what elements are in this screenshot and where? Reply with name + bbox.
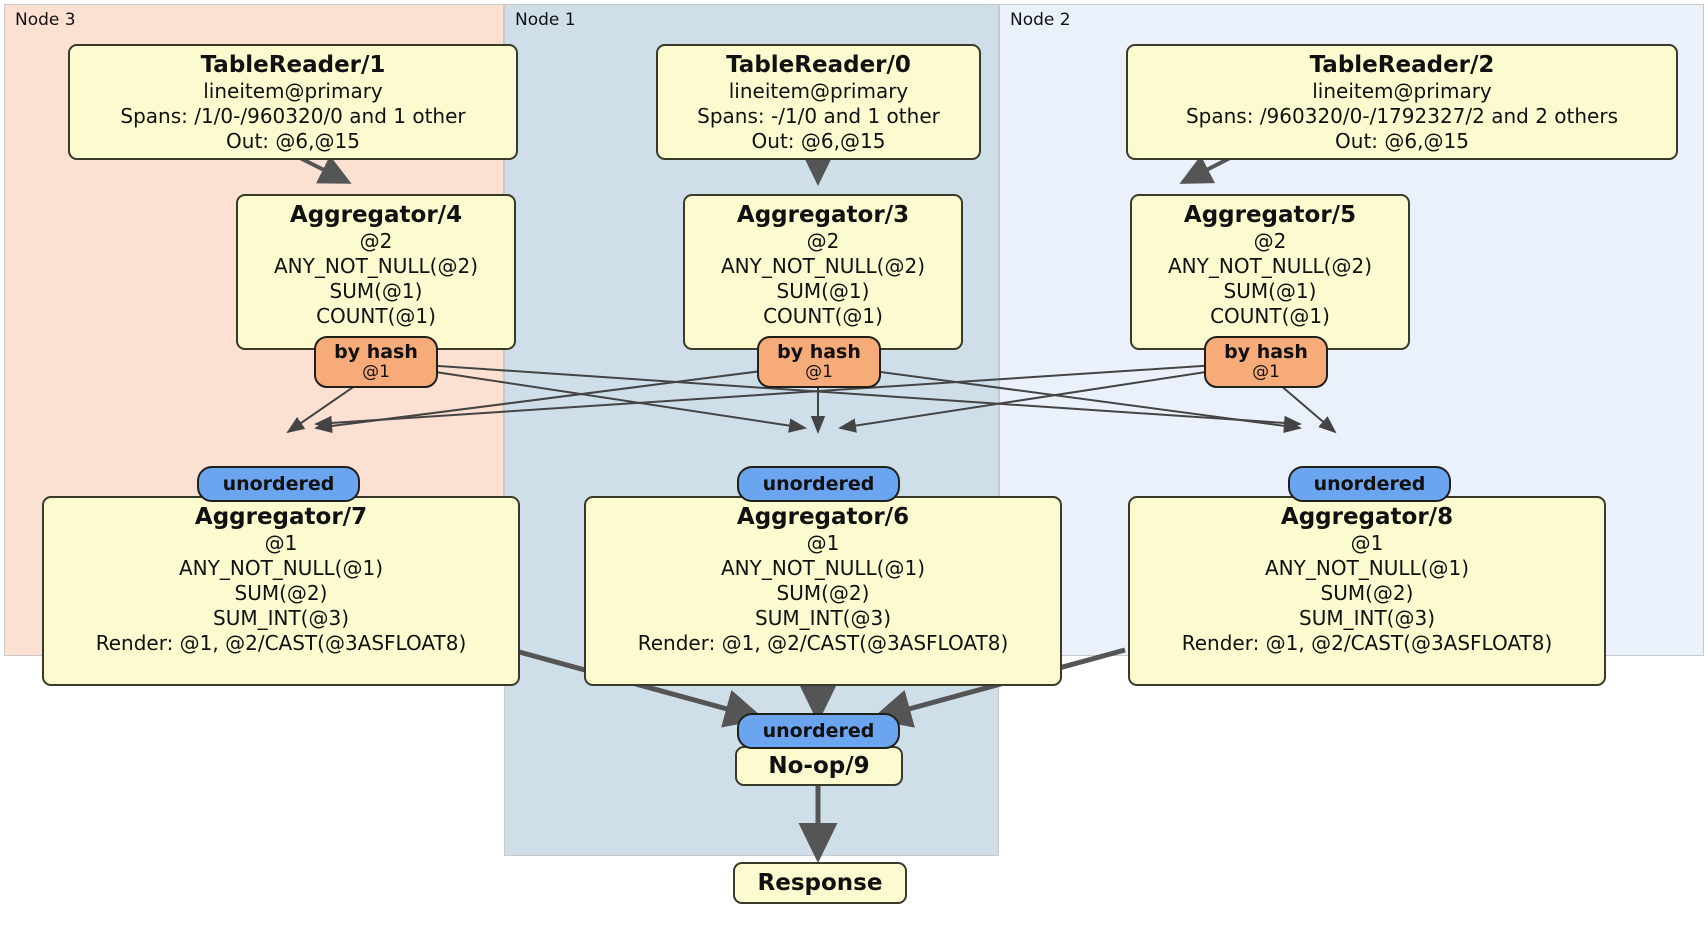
processor-line: SUM(@2) <box>776 581 870 605</box>
processor-line: SUM_INT(@3) <box>1299 606 1435 630</box>
processor-line: ANY_NOT_NULL(@2) <box>721 254 925 278</box>
processor-line: ANY_NOT_NULL(@1) <box>1265 556 1469 580</box>
processor-line: SUM(@1) <box>329 279 423 303</box>
processor-aggregator6[interactable]: Aggregator/6 @1 ANY_NOT_NULL(@1) SUM(@2)… <box>584 496 1062 686</box>
router-unordered-right[interactable]: unordered <box>1288 466 1451 502</box>
processor-line: COUNT(@1) <box>316 304 436 328</box>
processor-line: lineitem@primary <box>203 79 383 103</box>
processor-line: ANY_NOT_NULL(@1) <box>721 556 925 580</box>
router-title: unordered <box>762 473 875 495</box>
processor-line: SUM(@2) <box>234 581 328 605</box>
processor-line: SUM(@1) <box>1223 279 1317 303</box>
processor-line: SUM_INT(@3) <box>213 606 349 630</box>
processor-line: SUM(@2) <box>1320 581 1414 605</box>
router-unordered-center[interactable]: unordered <box>737 466 900 502</box>
router-unordered-final[interactable]: unordered <box>737 713 900 749</box>
processor-line: lineitem@primary <box>728 79 909 103</box>
processor-response[interactable]: Response <box>733 862 907 904</box>
node-region-label-node1: Node 1 <box>515 10 576 30</box>
processor-tablereader1[interactable]: TableReader/1 lineitem@primary Spans: /1… <box>68 44 518 160</box>
processor-tablereader0[interactable]: TableReader/0 lineitem@primary Spans: -/… <box>656 44 981 160</box>
processor-line: ANY_NOT_NULL(@1) <box>179 556 383 580</box>
processor-title: No-op/9 <box>768 753 870 779</box>
router-title: by hash <box>777 341 861 363</box>
processor-line: @1 <box>264 531 298 555</box>
processor-line: Render: @1, @2/CAST(@3ASFLOAT8) <box>95 631 467 655</box>
processor-line: ANY_NOT_NULL(@2) <box>1168 254 1372 278</box>
processor-title: Aggregator/5 <box>1183 202 1357 228</box>
processor-title: TableReader/1 <box>200 52 386 78</box>
router-subtitle: @1 <box>362 362 390 382</box>
processor-title: Aggregator/6 <box>736 504 910 530</box>
processor-noop9[interactable]: No-op/9 <box>735 746 903 786</box>
processor-line: Out: @6,@15 <box>1335 129 1469 153</box>
router-subtitle: @1 <box>1252 362 1280 382</box>
router-by-hash-left[interactable]: by hash @1 <box>314 336 438 388</box>
processor-line: Out: @6,@15 <box>751 129 886 153</box>
processor-line: COUNT(@1) <box>763 304 883 328</box>
node-region-label-node3: Node 3 <box>15 10 76 30</box>
router-title: unordered <box>222 473 335 495</box>
processor-title: TableReader/0 <box>726 52 911 78</box>
processor-aggregator3[interactable]: Aggregator/3 @2 ANY_NOT_NULL(@2) SUM(@1)… <box>683 194 963 350</box>
processor-line: COUNT(@1) <box>1210 304 1330 328</box>
processor-title: Aggregator/4 <box>289 202 463 228</box>
processor-line: Out: @6,@15 <box>226 129 360 153</box>
processor-aggregator8[interactable]: Aggregator/8 @1 ANY_NOT_NULL(@1) SUM(@2)… <box>1128 496 1606 686</box>
processor-line: Spans: /1/0-/960320/0 and 1 other <box>120 104 466 128</box>
processor-line: Render: @1, @2/CAST(@3ASFLOAT8) <box>1181 631 1553 655</box>
processor-aggregator5[interactable]: Aggregator/5 @2 ANY_NOT_NULL(@2) SUM(@1)… <box>1130 194 1410 350</box>
router-title: by hash <box>1224 341 1308 363</box>
processor-title: Aggregator/8 <box>1280 504 1454 530</box>
processor-line: Spans: -/1/0 and 1 other <box>697 104 940 128</box>
processor-aggregator4[interactable]: Aggregator/4 @2 ANY_NOT_NULL(@2) SUM(@1)… <box>236 194 516 350</box>
processor-line: ANY_NOT_NULL(@2) <box>274 254 478 278</box>
router-by-hash-center[interactable]: by hash @1 <box>757 336 881 388</box>
router-by-hash-right[interactable]: by hash @1 <box>1204 336 1328 388</box>
processor-line: @2 <box>806 229 840 253</box>
processor-line: lineitem@primary <box>1312 79 1492 103</box>
processor-line: @1 <box>1350 531 1384 555</box>
processor-tablereader2[interactable]: TableReader/2 lineitem@primary Spans: /9… <box>1126 44 1678 160</box>
processor-title: Response <box>757 870 883 896</box>
router-title: unordered <box>762 720 875 742</box>
processor-line: @2 <box>359 229 393 253</box>
processor-line: Render: @1, @2/CAST(@3ASFLOAT8) <box>637 631 1009 655</box>
processor-line: SUM_INT(@3) <box>755 606 891 630</box>
processor-line: @1 <box>806 531 840 555</box>
processor-line: SUM(@1) <box>776 279 870 303</box>
processor-title: TableReader/2 <box>1309 52 1495 78</box>
node-region-label-node2: Node 2 <box>1010 10 1071 30</box>
processor-line: Spans: /960320/0-/1792327/2 and 2 others <box>1185 104 1618 128</box>
processor-title: Aggregator/7 <box>194 504 368 530</box>
processor-title: Aggregator/3 <box>736 202 910 228</box>
router-title: by hash <box>334 341 418 363</box>
processor-aggregator7[interactable]: Aggregator/7 @1 ANY_NOT_NULL(@1) SUM(@2)… <box>42 496 520 686</box>
router-title: unordered <box>1313 473 1426 495</box>
processor-line: @2 <box>1253 229 1287 253</box>
router-unordered-left[interactable]: unordered <box>197 466 360 502</box>
router-subtitle: @1 <box>805 362 833 382</box>
